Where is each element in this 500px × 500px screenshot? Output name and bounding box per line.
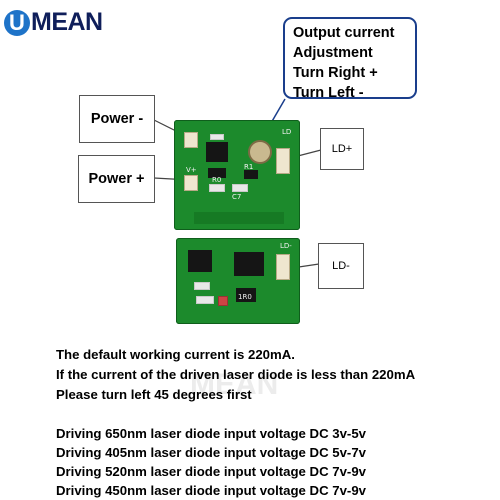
pcb-bottom-board: 1R0 LD- bbox=[176, 238, 300, 324]
silk-ld: LD bbox=[282, 128, 292, 136]
power-minus-terminal bbox=[184, 132, 198, 148]
driving-650: Driving 650nm laser diode input voltage … bbox=[56, 426, 366, 441]
silk-r1: R1 bbox=[244, 163, 254, 171]
ic-chip bbox=[206, 142, 228, 162]
brand-logo: U MEAN bbox=[4, 8, 103, 37]
logo-mark: U bbox=[4, 9, 30, 36]
power-minus-label: Power - bbox=[79, 95, 155, 143]
resistor bbox=[236, 288, 256, 302]
board-edge bbox=[194, 212, 284, 224]
ld-plus-terminal bbox=[276, 148, 290, 174]
silk-vplus: V+ bbox=[186, 166, 197, 174]
ic-chip bbox=[188, 250, 212, 272]
capacitor bbox=[218, 296, 228, 306]
potentiometer bbox=[248, 140, 272, 164]
info-line-2: If the current of the driven laser diode… bbox=[56, 367, 416, 382]
silk-c7: C7 bbox=[232, 193, 242, 201]
pad bbox=[196, 296, 214, 304]
driving-450: Driving 450nm laser diode input voltage … bbox=[56, 483, 366, 498]
pad bbox=[209, 184, 225, 192]
pad bbox=[194, 282, 210, 290]
regulator-chip bbox=[234, 252, 264, 276]
driving-520: Driving 520nm laser diode input voltage … bbox=[56, 464, 366, 479]
info-line-1: The default working current is 220mA. bbox=[56, 347, 295, 362]
logo-text: MEAN bbox=[31, 8, 103, 36]
watermark: MEAN bbox=[190, 368, 279, 401]
callout-line-4: Turn Left - bbox=[293, 85, 364, 101]
resistor bbox=[208, 168, 226, 178]
callout-line-3: Turn Right + bbox=[293, 65, 378, 81]
ld-plus-label: LD+ bbox=[320, 128, 364, 170]
pad bbox=[232, 184, 248, 192]
silk-r0: R0 bbox=[212, 176, 222, 184]
info-line-3: Please turn left 45 degrees first bbox=[56, 387, 252, 402]
power-plus-terminal bbox=[184, 175, 198, 191]
driving-405: Driving 405nm laser diode input voltage … bbox=[56, 445, 366, 460]
pcb-top-board: R1 C7 R0 V+ LD bbox=[174, 120, 300, 230]
pad bbox=[210, 134, 224, 140]
ld-minus-label: LD- bbox=[318, 243, 364, 289]
callout-line-1: Output current bbox=[293, 25, 395, 41]
power-plus-label: Power + bbox=[78, 155, 155, 203]
output-current-callout: Output current Adjustment Turn Right + T… bbox=[283, 17, 417, 101]
silk-ld-minus: LD- bbox=[280, 242, 292, 250]
resistor bbox=[244, 170, 258, 179]
callout-line-2: Adjustment bbox=[293, 45, 373, 61]
ld-minus-terminal bbox=[276, 254, 290, 280]
silk-1r0: 1R0 bbox=[238, 293, 252, 301]
